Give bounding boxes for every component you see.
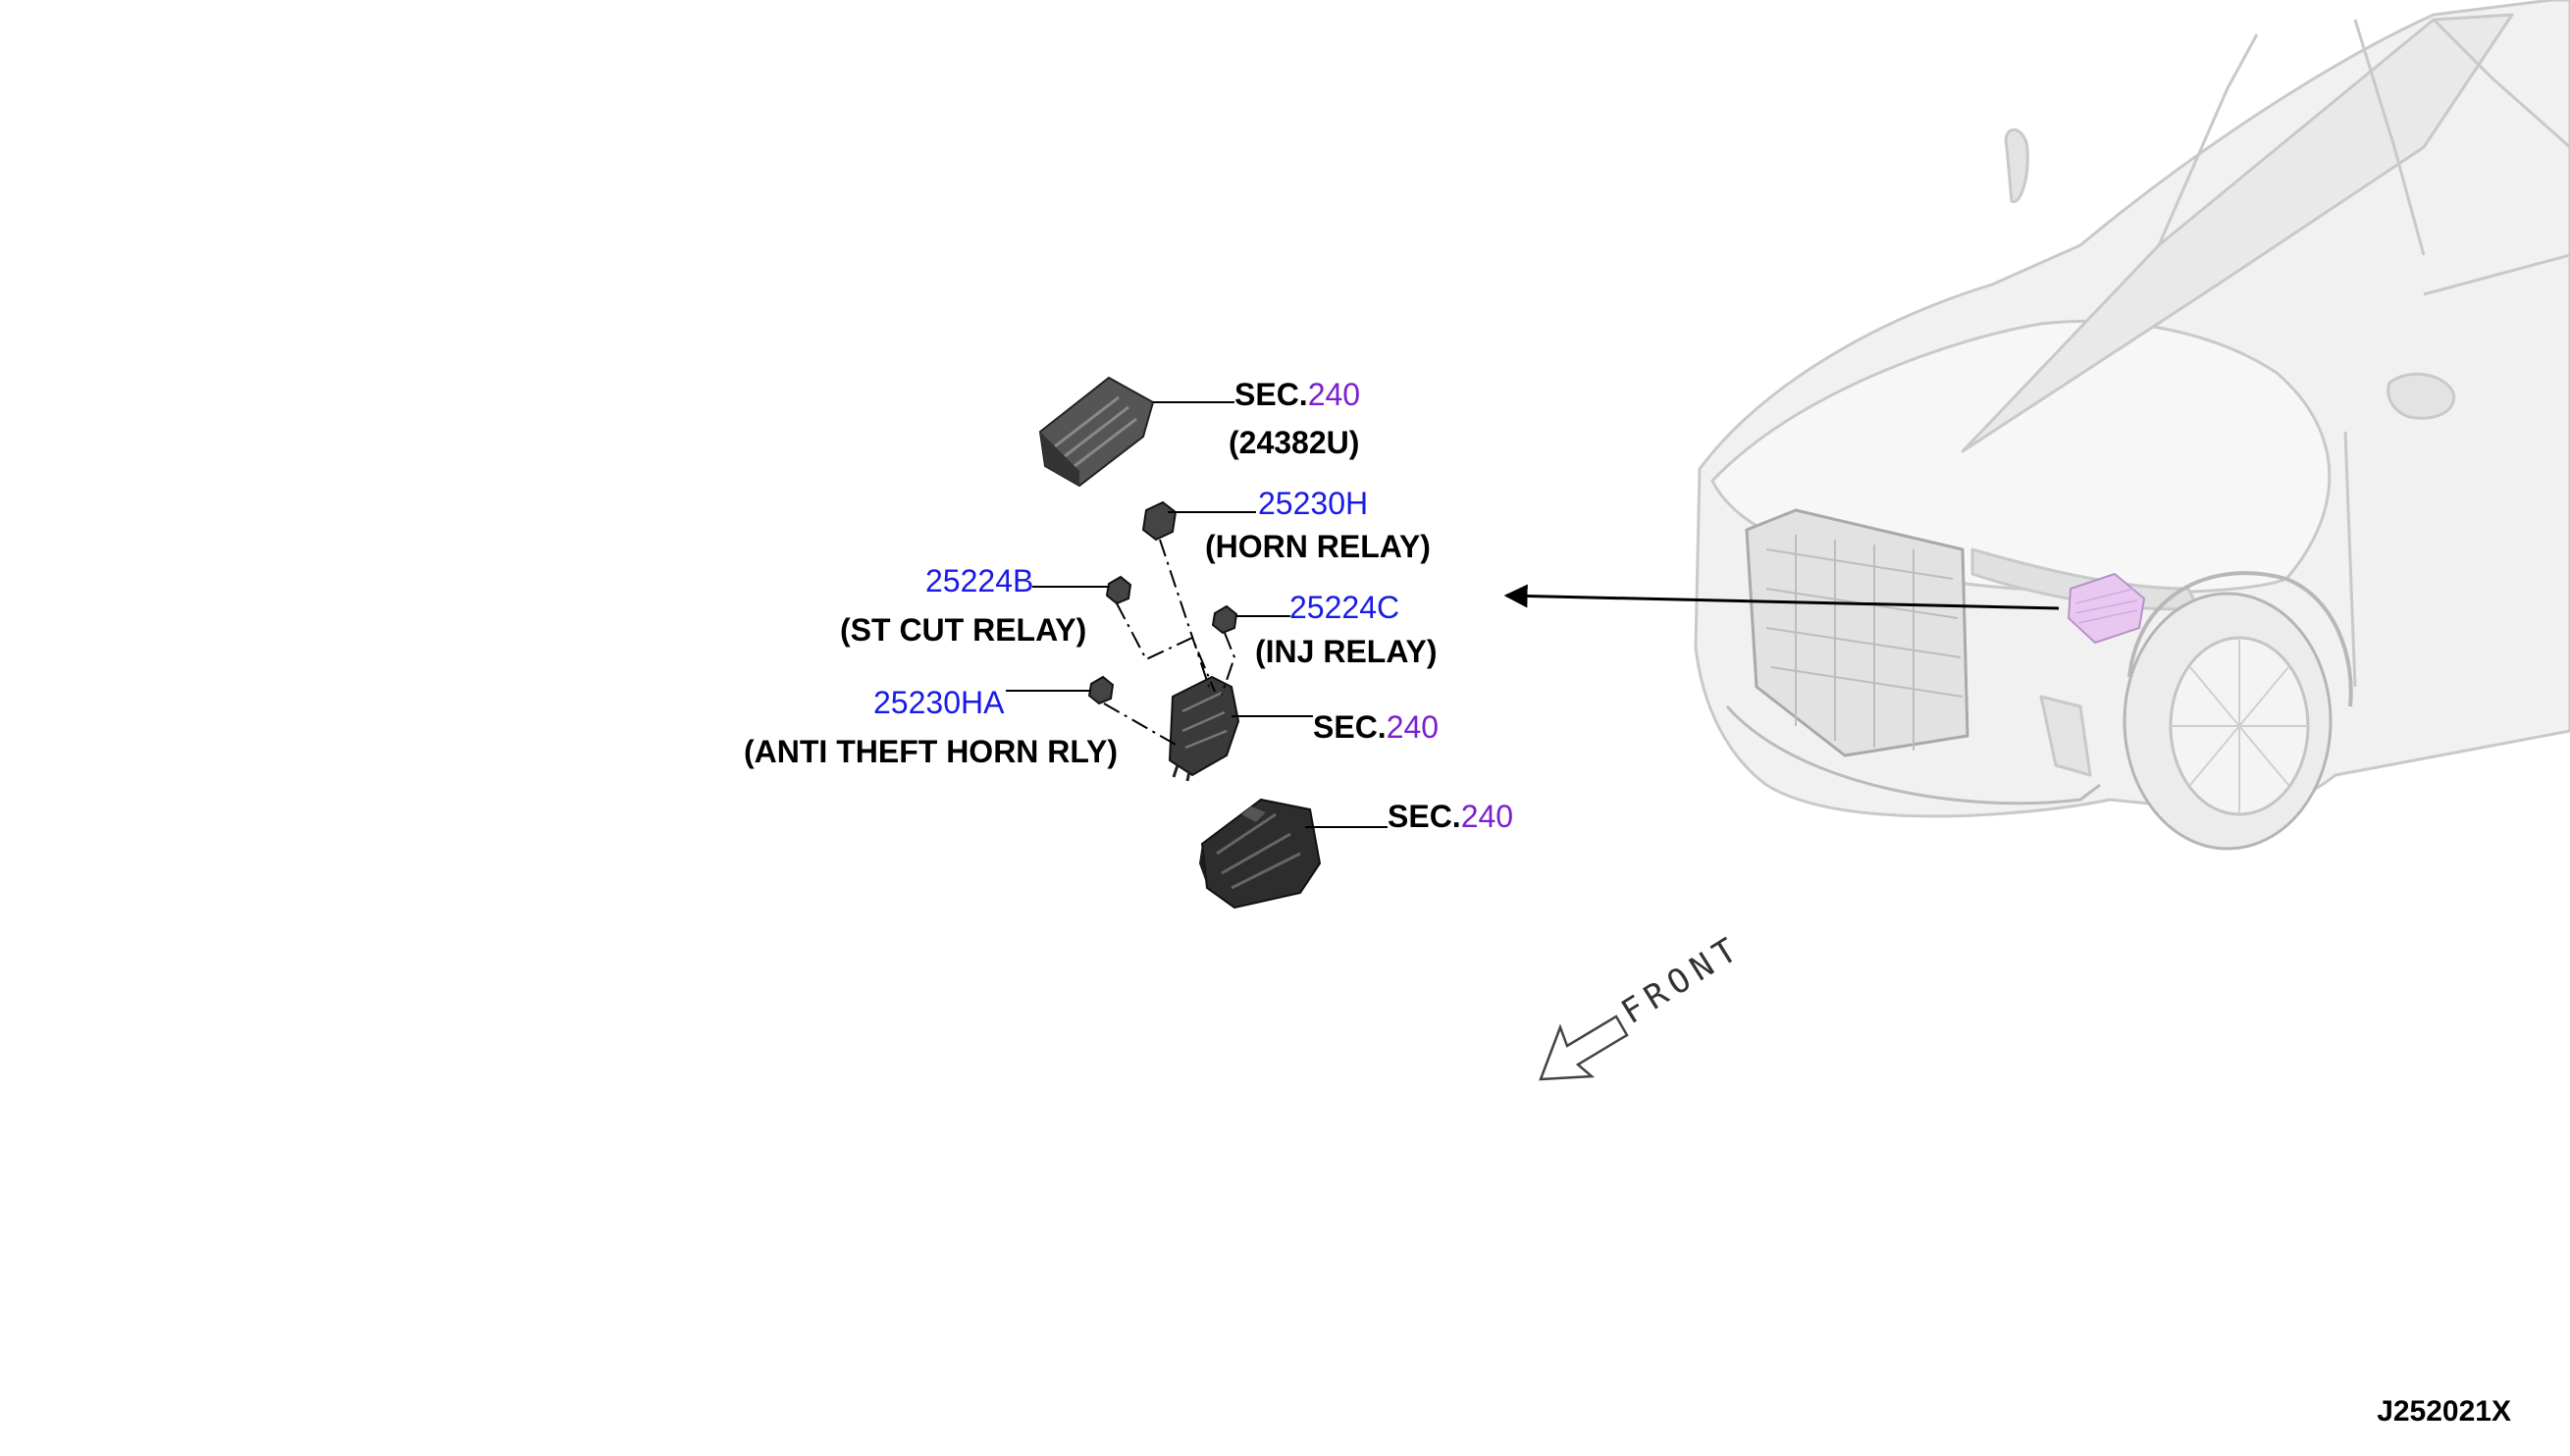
sec-number-link[interactable]: 240: [1386, 709, 1440, 745]
callout-sec-cover[interactable]: SEC.240: [1234, 376, 1360, 413]
part-number-inj-relay[interactable]: 25224C: [1289, 590, 1400, 625]
sec-prefix: SEC.: [1234, 377, 1308, 412]
part-number-horn-relay[interactable]: 25230H: [1258, 486, 1369, 521]
part-number-st-cut-relay[interactable]: 25224B: [925, 563, 1034, 598]
sec-prefix: SEC.: [1388, 799, 1461, 834]
inj-relay: [1211, 604, 1238, 635]
sec-number-link[interactable]: 240: [1307, 377, 1361, 412]
relay-block: [1168, 675, 1240, 782]
callout-sec-fuse-box[interactable]: SEC.240: [1388, 798, 1513, 835]
anti-theft-horn-relay: [1087, 675, 1115, 705]
sec-prefix: SEC.: [1313, 709, 1387, 745]
location-arrow: [1503, 584, 2060, 610]
part-number-anti-theft-horn-relay[interactable]: 25230HA: [873, 685, 1005, 720]
fuse-box-cover: [1038, 376, 1155, 488]
horn-relay: [1141, 500, 1178, 542]
desc-inj-relay: (INJ RELAY): [1255, 634, 1438, 669]
fuse-box-base: [1199, 798, 1322, 910]
sec-number-link[interactable]: 240: [1460, 799, 1514, 834]
callout-sec-relay-block[interactable]: SEC.240: [1313, 708, 1439, 746]
vehicle-illustration: [1694, 0, 2570, 851]
leader-lines: [1006, 401, 1388, 828]
desc-cover: (24382U): [1229, 425, 1360, 460]
desc-horn-relay: (HORN RELAY): [1205, 529, 1431, 564]
diagram-code: J252021X: [2377, 1395, 2511, 1428]
front-arrow-icon: [1539, 1014, 1629, 1081]
st-cut-relay: [1105, 575, 1132, 605]
installation-lines: [1103, 539, 1236, 747]
desc-st-cut-relay: (ST CUT RELAY): [840, 612, 1087, 648]
desc-anti-theft-horn-relay: (ANTI THEFT HORN RLY): [744, 734, 1119, 769]
